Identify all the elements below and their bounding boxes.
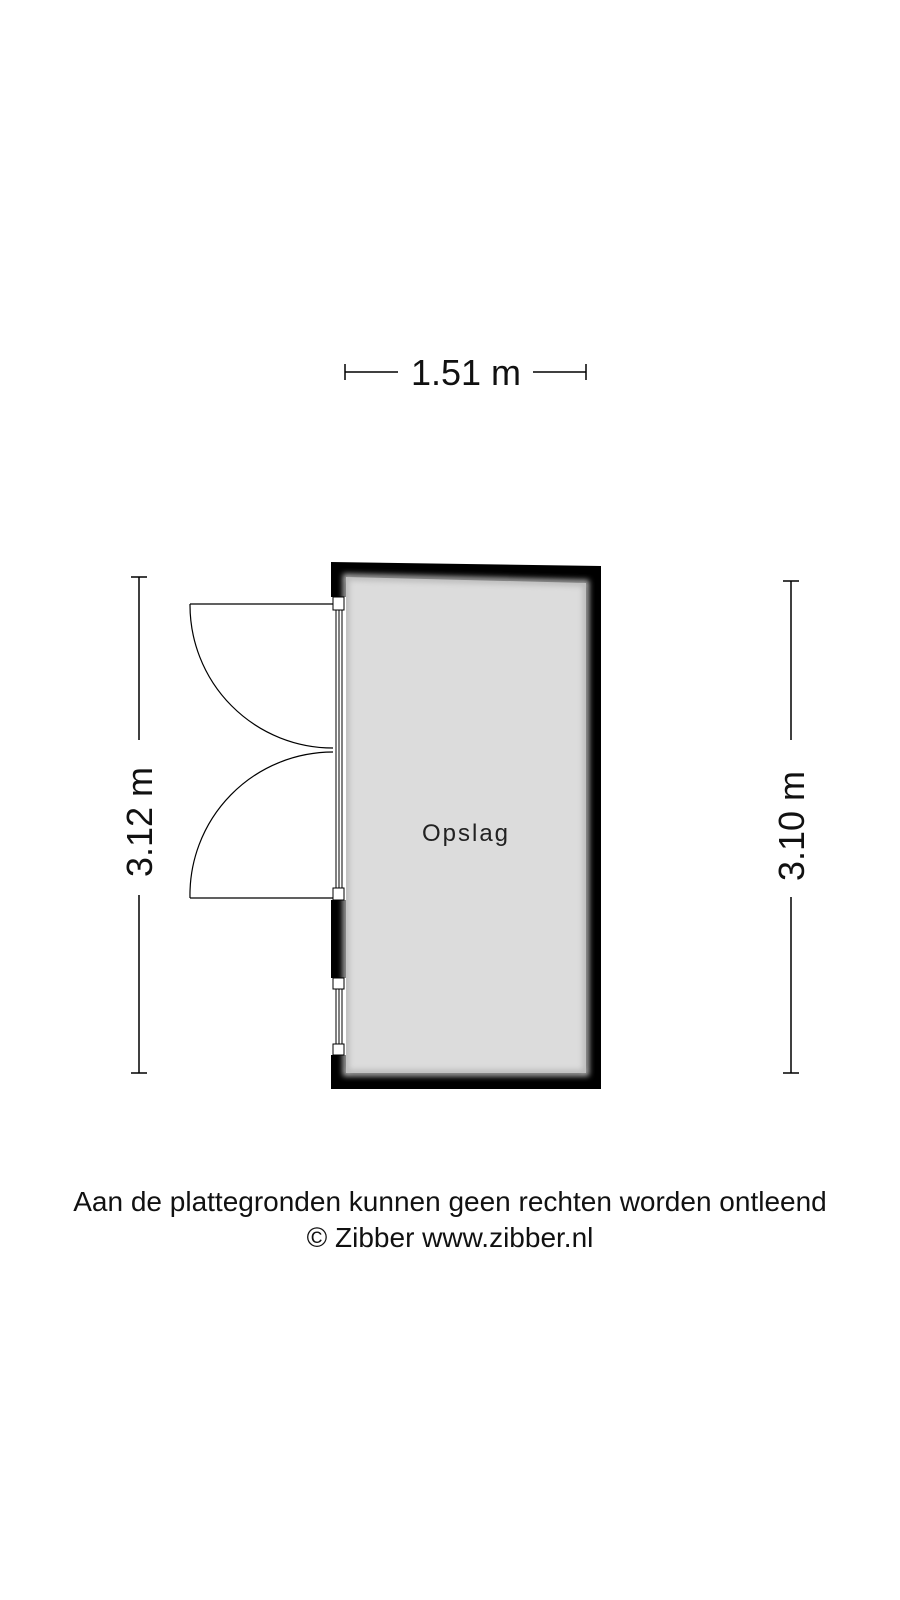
double-door	[189, 596, 346, 901]
disclaimer-text: Aan de plattegronden kunnen geen rechten…	[73, 1186, 827, 1217]
dimension-right: 3.10 m	[771, 580, 812, 1074]
room-floor	[346, 577, 586, 1073]
dimension-top-label: 1.51 m	[411, 352, 521, 393]
dimension-top: 1.51 m	[344, 352, 587, 393]
dimension-left: 3.12 m	[119, 576, 160, 1074]
dimension-left-label: 3.12 m	[119, 767, 160, 877]
copyright-text: © Zibber www.zibber.nl	[306, 1222, 594, 1253]
window	[331, 977, 346, 1056]
dimension-right-label: 3.10 m	[771, 771, 812, 881]
room-walls	[331, 562, 601, 1089]
room-label: Opslag	[422, 820, 510, 847]
